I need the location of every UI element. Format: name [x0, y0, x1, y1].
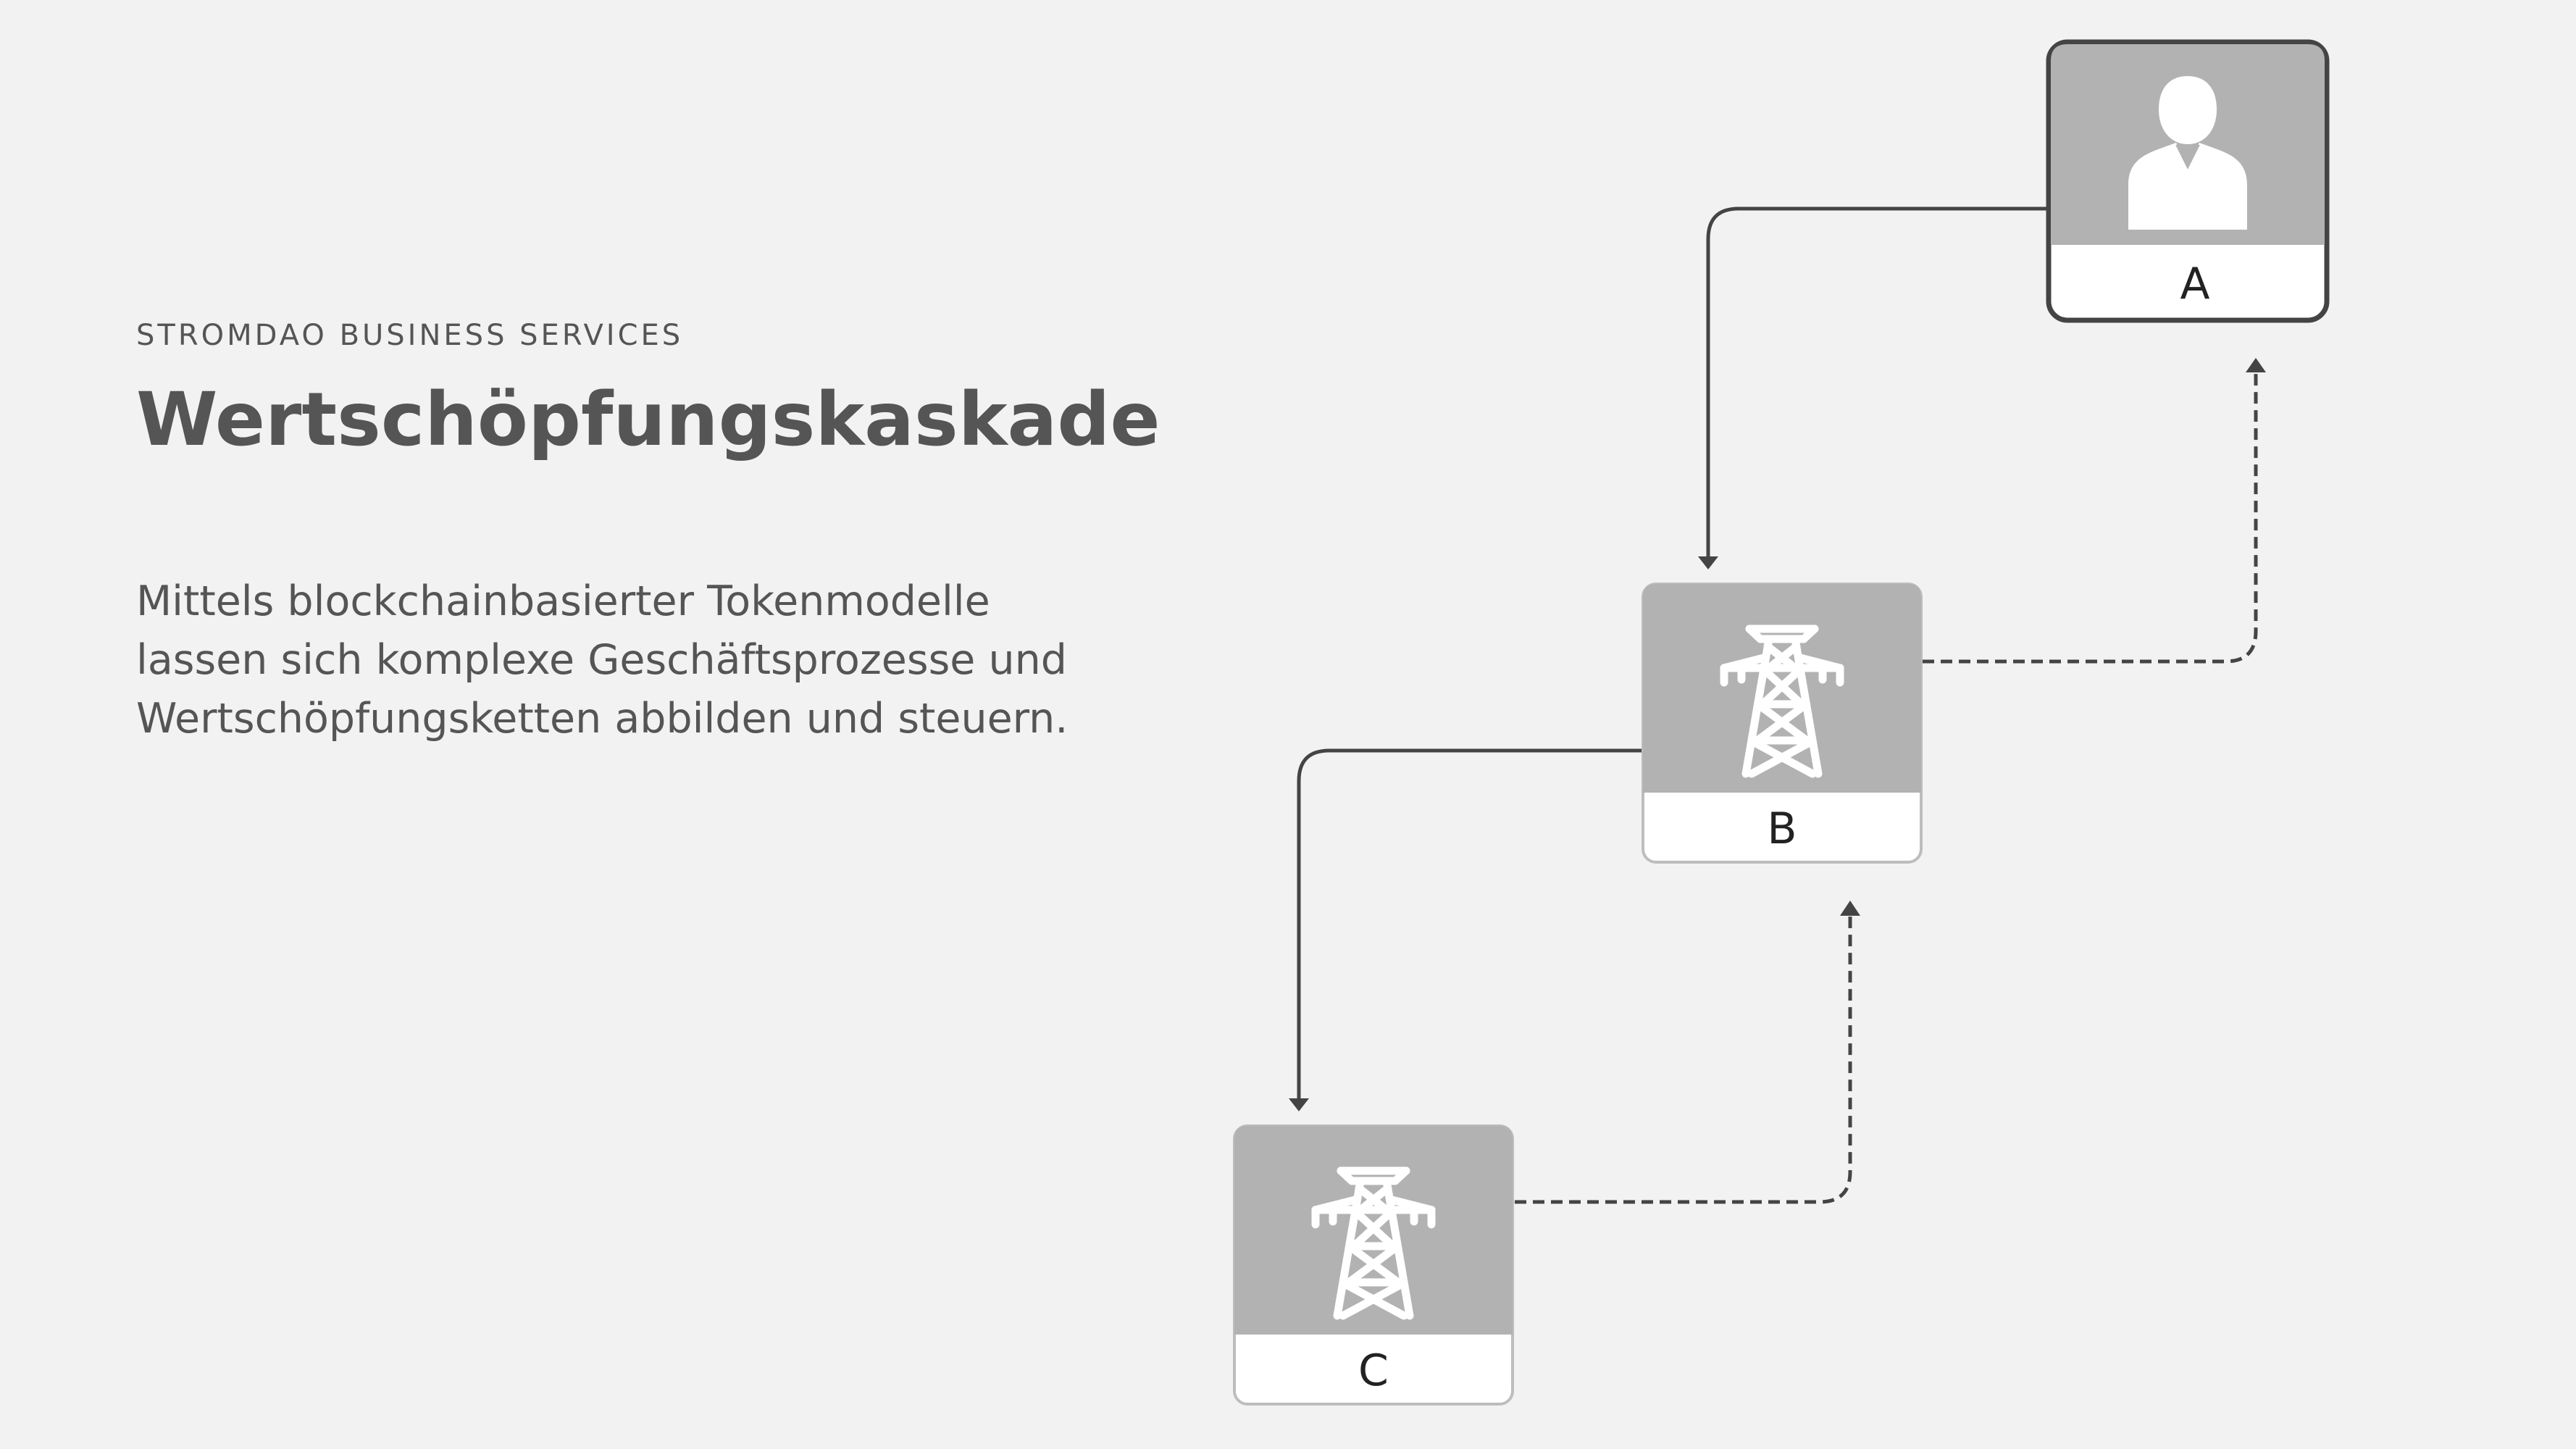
- page-kicker: STROMDAO BUSINESS SERVICES: [136, 319, 684, 352]
- node-a: A: [2046, 39, 2330, 323]
- edge-c-to-b: [1515, 913, 1852, 1204]
- description-line: Wertschöpfungsketten abbilden und steuer…: [136, 695, 1069, 743]
- page-title: Wertschöpfungskaskade: [136, 377, 1161, 463]
- edge-b-to-c: [1297, 748, 1642, 1100]
- node-b-label: B: [1767, 803, 1797, 854]
- description: Mittels blockchainbasierter Tokenmodelle…: [136, 572, 1078, 748]
- description-line: Mittels blockchainbasierter Tokenmodelle: [136, 577, 990, 625]
- node-c-label: C: [1358, 1345, 1389, 1396]
- node-a-label: A: [2180, 259, 2209, 309]
- description-line: lassen sich komplexe Geschäftsprozesse u…: [136, 636, 1067, 684]
- arrowhead-b-to-a: [2246, 358, 2266, 372]
- arrowhead-c-to-b: [1840, 901, 1860, 916]
- edge-b-to-a: [1923, 369, 2258, 664]
- arrowhead-b-to-c: [1289, 1098, 1309, 1111]
- arrowhead-a-to-b: [1698, 556, 1718, 569]
- node-b: B: [1642, 582, 1923, 864]
- edge-a-to-b: [1706, 206, 2048, 558]
- node-c: C: [1233, 1124, 1514, 1406]
